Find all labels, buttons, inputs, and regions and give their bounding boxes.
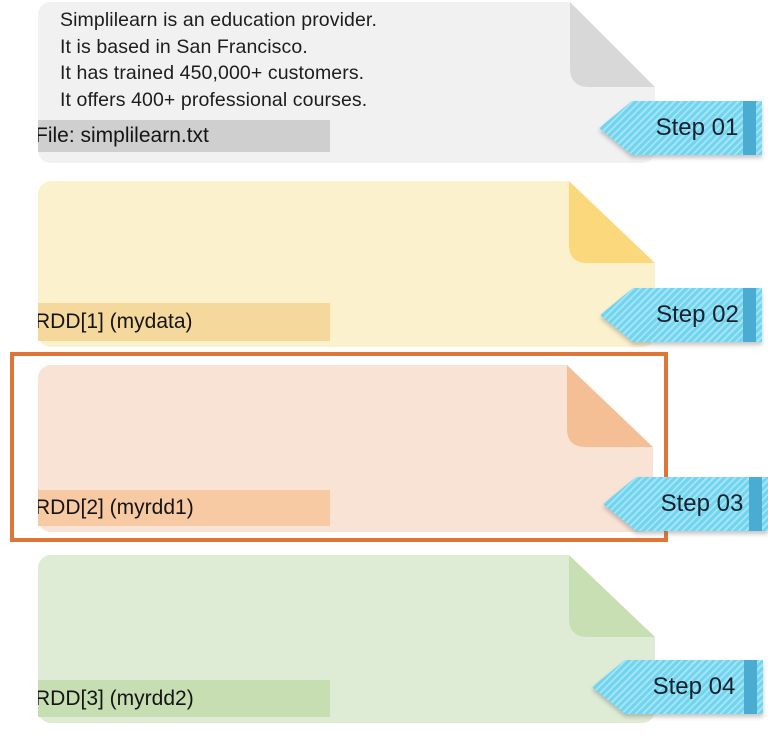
- step-ribbon-label: Step 03: [660, 490, 744, 517]
- rdd2-card: RDD[2] (myrdd1): [38, 365, 653, 532]
- ribbon-arrow-left-icon: Step 04: [592, 660, 763, 714]
- rdd1-card: RDD[1] (mydata): [38, 181, 655, 347]
- rdd2-card-label: RDD[2] (myrdd1): [25, 490, 330, 526]
- ribbon-arrow-left-icon: Step 02: [600, 288, 762, 342]
- step-ribbon-03: Step 03: [603, 477, 768, 531]
- folded-corner-icon: [570, 2, 655, 87]
- folded-corner-icon: [567, 365, 653, 447]
- file-card-content: Simplilearn is an education provider. It…: [60, 7, 565, 113]
- rdd1-card-label: RDD[1] (mydata): [25, 303, 330, 341]
- folded-corner-icon: [569, 555, 655, 637]
- ribbon-arrow-left-icon: Step 01: [599, 101, 762, 155]
- ribbon-arrow-left-icon: Step 03: [603, 477, 768, 531]
- ribbon-edge-strip: [744, 660, 757, 714]
- rdd3-card-label: RDD[3] (myrdd2): [25, 680, 330, 717]
- file-line: It offers 400+ professional courses.: [60, 88, 368, 111]
- step-ribbon-04: Step 04: [592, 660, 763, 714]
- file-line: It is based in San Francisco.: [60, 35, 308, 58]
- ribbon-edge-strip: [743, 101, 756, 155]
- folded-corner-icon: [569, 181, 655, 263]
- file-line: It has trained 450,000+ customers.: [60, 62, 365, 84]
- step-ribbon-label: Step 02: [656, 301, 739, 328]
- file-card: Simplilearn is an education provider. It…: [38, 2, 655, 163]
- ribbon-edge-strip: [749, 477, 762, 531]
- rdd3-card: RDD[3] (myrdd2): [38, 555, 655, 723]
- file-line: Simplilearn is an education provider.: [60, 9, 377, 31]
- step-ribbon-01: Step 01: [599, 101, 762, 155]
- file-card-label: File: simplilearn.txt: [25, 120, 330, 152]
- highlight-box: [10, 352, 668, 542]
- ribbon-edge-strip: [743, 288, 756, 342]
- step-ribbon-02: Step 02: [600, 288, 762, 342]
- step-ribbon-label: Step 01: [655, 114, 739, 141]
- step-ribbon-label: Step 04: [652, 673, 736, 700]
